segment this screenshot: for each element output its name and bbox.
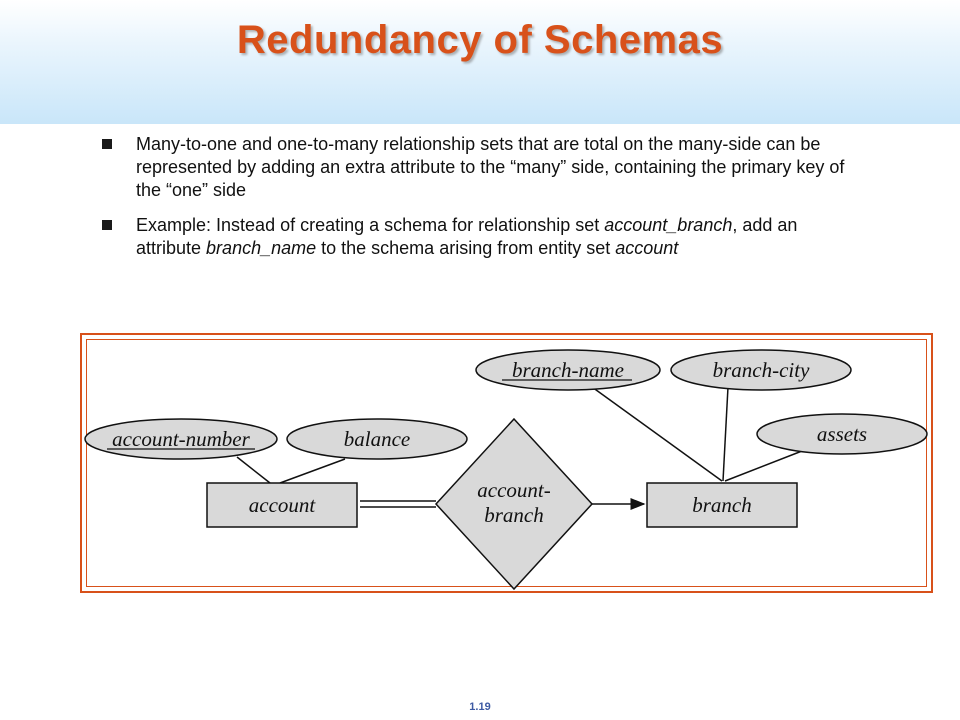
bullet-text-segment: to the schema arising from entity set — [316, 238, 616, 258]
account-entity: account — [206, 482, 358, 528]
bullet-item: Example: Instead of creating a schema fo… — [100, 214, 860, 260]
square-bullet-icon — [102, 220, 112, 230]
branch-name-connector — [591, 386, 723, 482]
branch-name-label: branch-name — [512, 358, 624, 382]
account-number-label: account-number — [112, 427, 250, 451]
branch-city-attribute: branch-city — [670, 349, 852, 391]
account-number-connector — [236, 456, 271, 484]
balance-label: balance — [344, 427, 410, 451]
branch-name-attribute: branch-name — [475, 349, 661, 391]
account-number-attribute: account-number — [84, 418, 278, 460]
square-bullet-icon — [102, 139, 112, 149]
er-diagram-frame: account-number balance branch-name branc… — [80, 333, 933, 593]
account-entity-label: account — [249, 493, 317, 517]
bullet-text-segment: , add an attribute — [136, 215, 798, 258]
balance-connector — [279, 458, 346, 484]
bullet-text: Many-to-one and one-to-many relationship… — [136, 134, 845, 200]
branch-city-label: branch-city — [713, 358, 810, 382]
slide-title: Redundancy of Schemas — [236, 18, 724, 62]
assets-label: assets — [817, 422, 867, 446]
bullet-item: Many-to-one and one-to-many relationship… — [100, 133, 860, 202]
bullet-list: Many-to-one and one-to-many relationship… — [100, 133, 860, 272]
er-diagram: account-number balance branch-name branc… — [84, 349, 928, 591]
entity-set-name: account — [615, 238, 679, 258]
er-diagram-inner-border — [86, 339, 927, 587]
relationship-set-name: account_branch — [604, 215, 733, 235]
assets-connector — [724, 450, 803, 482]
bullet-text-segment: Example: Instead of creating a schema fo… — [136, 215, 605, 235]
branch-entity-label: branch — [692, 493, 752, 517]
balance-attribute: balance — [286, 418, 468, 460]
account-branch-relationship: account- branch — [434, 417, 594, 591]
assets-attribute: assets — [756, 413, 928, 455]
attribute-name: branch_name — [206, 238, 317, 258]
branch-entity: branch — [646, 482, 798, 528]
page-number: 1.19 — [469, 701, 491, 713]
relationship-label-line2: branch — [484, 503, 544, 527]
relationship-label-line1: account- — [477, 478, 550, 502]
branch-city-connector — [722, 386, 729, 482]
title-band — [0, 0, 960, 124]
